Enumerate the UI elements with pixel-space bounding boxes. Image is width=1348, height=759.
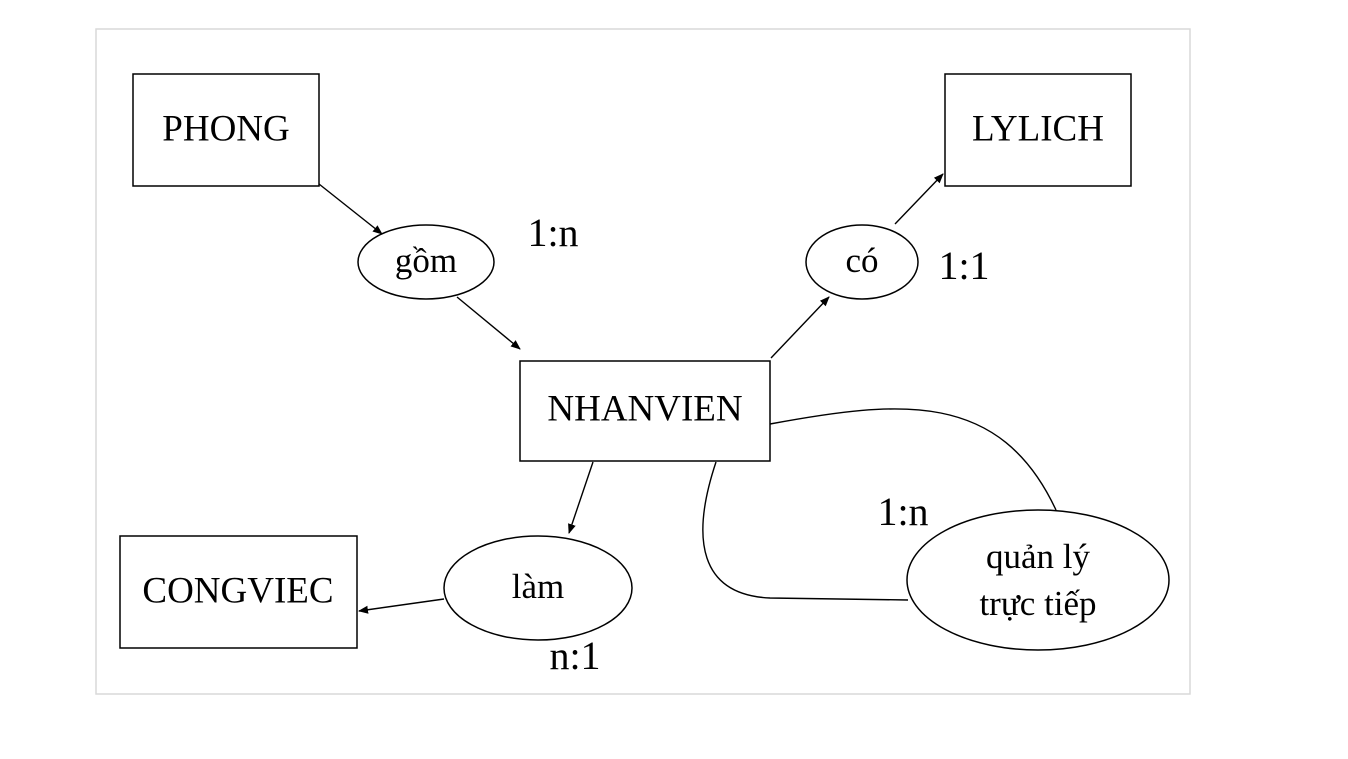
entity-congviec: CONGVIEC	[119, 535, 358, 649]
entity-nhanvien-label: NHANVIEN	[547, 388, 742, 429]
relationship-lam: làm	[443, 535, 633, 641]
relationship-lam-label: làm	[512, 567, 564, 606]
relationship-quanly-label-line2: trực tiếp	[979, 584, 1096, 623]
entity-phong: PHONG	[132, 73, 320, 187]
entity-phong-label: PHONG	[162, 108, 289, 149]
entity-nhanvien: NHANVIEN	[519, 360, 771, 462]
cardinality-gom: 1:n	[527, 210, 578, 255]
edge-gom-nhanvien	[456, 296, 521, 350]
entity-congviec-label: CONGVIEC	[142, 570, 333, 611]
relationship-quanly: quản lý trực tiếp	[906, 509, 1170, 651]
edge-lam-congviec	[358, 598, 445, 614]
entity-lylich: LYLICH	[944, 73, 1132, 187]
relationship-co: có	[805, 224, 919, 300]
edge-co-lylich	[894, 173, 944, 225]
relationship-co-label: có	[845, 241, 878, 280]
cardinality-co: 1:1	[938, 243, 989, 288]
edge-nhanvien-co	[770, 296, 830, 359]
relationship-quanly-label-line1: quản lý	[986, 537, 1091, 576]
cardinality-quanly: 1:n	[877, 489, 928, 534]
edge-nhanvien-quanly-lower	[702, 461, 909, 601]
entity-lylich-label: LYLICH	[972, 108, 1104, 149]
relationship-gom: gồm	[357, 224, 495, 300]
edge-nhanvien-lam	[568, 461, 594, 534]
edge-nhanvien-quanly-upper	[769, 408, 1057, 511]
edge-phong-gom	[318, 183, 383, 235]
relationship-gom-label: gồm	[395, 241, 457, 280]
cardinality-lam: n:1	[549, 633, 600, 678]
